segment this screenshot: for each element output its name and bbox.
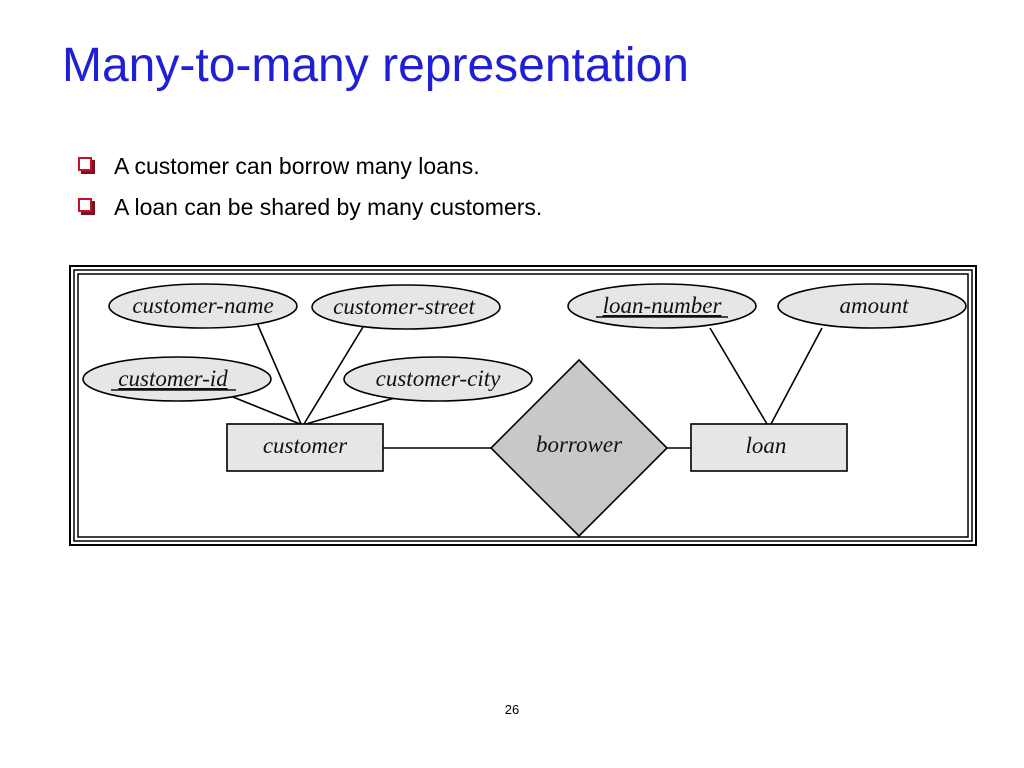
bullet-text: A loan can be shared by many customers.: [114, 194, 543, 220]
slide-title: Many-to-many representation: [62, 39, 689, 92]
bullet-item: A customer can borrow many loans.: [78, 146, 542, 187]
attribute-amount: amount: [777, 283, 967, 329]
entity-customer: customer: [226, 423, 384, 472]
attribute-customer-name: customer-name: [108, 283, 298, 329]
attribute-customer-city: customer-city: [343, 356, 533, 402]
bullet-list: A customer can borrow many loans. A loan…: [78, 146, 542, 228]
diagram-frame: [69, 265, 977, 546]
bullet-text: A customer can borrow many loans.: [114, 153, 480, 179]
square-bullet-icon: [78, 157, 92, 171]
attribute-loan-number: loan-number: [567, 283, 757, 329]
attribute-customer-street: customer-street: [311, 284, 501, 330]
page-number: 26: [504, 702, 520, 717]
attribute-label: customer-city: [376, 366, 502, 391]
attribute-label: customer-street: [333, 294, 475, 319]
attribute-label: customer-name: [132, 293, 273, 318]
square-bullet-icon: [78, 198, 92, 212]
entity-label: customer: [263, 433, 348, 458]
bullet-item: A loan can be shared by many customers.: [78, 187, 542, 228]
attribute-label-key: loan-number: [603, 293, 723, 318]
attribute-label-key: customer-id: [118, 366, 228, 391]
attribute-customer-id: customer-id: [82, 356, 272, 402]
connector-lines: [232, 322, 823, 449]
entity-loan: loan: [690, 423, 848, 472]
attribute-label: amount: [840, 293, 910, 318]
entity-label: loan: [746, 433, 787, 458]
relationship-label: borrower: [536, 432, 623, 457]
relationship-borrower: borrower: [489, 358, 669, 538]
